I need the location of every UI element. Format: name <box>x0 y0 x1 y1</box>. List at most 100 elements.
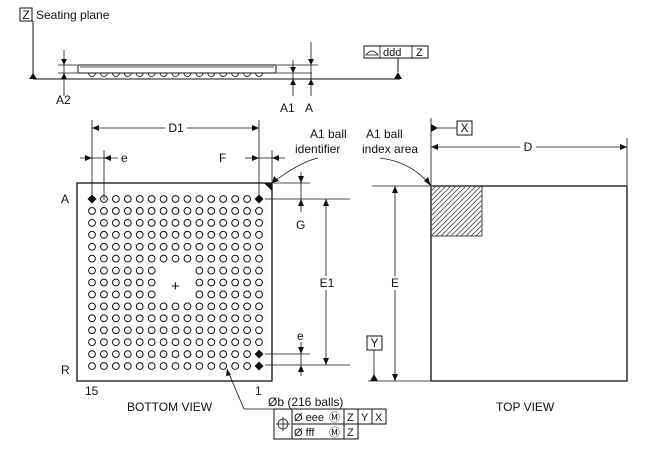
z-datum-box <box>19 7 33 22</box>
solder-ball <box>88 207 96 215</box>
hatch-stroke <box>435 189 482 236</box>
solder-ball <box>88 302 96 311</box>
ev-arrow-bottom <box>298 365 304 372</box>
hatch-stroke <box>445 199 482 236</box>
solder-ball <box>255 230 263 239</box>
solder-ball <box>183 195 192 203</box>
reference-ball-marker <box>254 349 264 359</box>
a-arrow-bottom <box>308 79 314 85</box>
y-datum-triangle <box>370 374 378 381</box>
solder-ball <box>219 254 228 263</box>
solder-ball <box>183 338 192 347</box>
solder-ball <box>219 302 228 311</box>
solder-ball <box>111 242 120 251</box>
solder-ball <box>111 302 120 311</box>
a2-label: A2 <box>56 93 71 107</box>
hatch-stroke <box>465 219 482 236</box>
solder-ball <box>123 207 132 215</box>
solder-ball <box>100 362 108 370</box>
solder-ball <box>207 326 216 335</box>
solder-ball <box>207 362 216 370</box>
side-view: Z Seating plane A2 A1 A ddd Z <box>19 7 429 115</box>
solder-ball <box>135 338 144 347</box>
solder-ball <box>231 362 240 370</box>
g-arrow-bottom <box>298 199 304 206</box>
solder-ball <box>159 242 168 251</box>
y-datum-label: Y <box>370 336 378 350</box>
solder-ball <box>207 290 216 299</box>
side-solder-ball <box>88 72 96 77</box>
g-label: G <box>296 218 305 232</box>
a1-identifier-arrow <box>272 176 279 183</box>
a1-index-leader <box>379 157 432 187</box>
solder-ball <box>255 207 263 215</box>
solder-ball <box>147 302 156 311</box>
solder-ball <box>231 290 240 299</box>
solder-ball <box>183 254 192 263</box>
ball-note: Øb (216 balls) <box>268 395 343 409</box>
solder-ball <box>219 218 228 227</box>
solder-ball <box>123 314 132 323</box>
center-mark: + <box>171 278 180 295</box>
e-label-bg <box>388 276 402 290</box>
solder-ball <box>111 362 120 370</box>
fcf-x-1: X <box>375 412 383 424</box>
solder-ball <box>255 314 263 323</box>
side-solder-ball <box>207 72 216 77</box>
fcf-y-1: Y <box>361 412 369 424</box>
solder-ball <box>123 218 132 227</box>
solder-ball <box>88 230 96 239</box>
hatch-stroke <box>431 186 467 222</box>
solder-ball <box>100 254 108 263</box>
top-view: A1 ball index area X D E Y TOP VIEW <box>362 118 628 414</box>
solder-ball <box>207 266 216 275</box>
x-datum-label: X <box>460 121 468 135</box>
solder-ball <box>207 230 216 239</box>
f-arrow-right <box>272 155 279 161</box>
solder-ball <box>195 278 204 287</box>
solder-ball <box>100 230 108 239</box>
solder-ball <box>100 218 108 227</box>
hatch-stroke <box>371 176 431 236</box>
side-solder-ball <box>135 72 144 77</box>
solder-ball <box>88 326 96 335</box>
solder-ball <box>243 362 251 370</box>
solder-ball <box>207 195 216 203</box>
f-label: F <box>219 151 226 165</box>
solder-ball <box>231 350 240 358</box>
solder-ball <box>100 278 108 287</box>
solder-ball <box>243 266 251 275</box>
hatch-stroke <box>431 186 472 227</box>
solder-ball <box>123 278 132 287</box>
solder-ball <box>243 314 251 323</box>
solder-ball <box>147 278 156 287</box>
solder-ball <box>171 218 180 227</box>
a1-index-arrow <box>424 177 431 186</box>
solder-ball <box>255 254 263 263</box>
solder-ball <box>123 266 132 275</box>
solder-ball <box>219 362 228 370</box>
solder-ball <box>207 338 216 347</box>
solder-ball <box>159 362 168 370</box>
e1-label-bg <box>318 276 336 290</box>
solder-ball <box>123 242 132 251</box>
solder-ball <box>123 338 132 347</box>
side-solder-ball <box>100 72 108 77</box>
solder-ball <box>195 230 204 239</box>
d1-arrow-right <box>252 125 259 131</box>
solder-ball <box>135 195 144 203</box>
solder-ball <box>207 278 216 287</box>
solder-ball <box>219 278 228 287</box>
side-solder-ball <box>195 72 204 77</box>
solder-ball <box>135 207 144 215</box>
solder-ball <box>135 302 144 311</box>
solder-ball <box>135 362 144 370</box>
solder-ball <box>183 302 192 311</box>
solder-ball <box>135 218 144 227</box>
solder-ball <box>195 218 204 227</box>
d-arrow-right <box>620 144 627 150</box>
solder-ball <box>255 302 263 311</box>
solder-ball <box>135 350 144 358</box>
solder-ball <box>111 338 120 347</box>
solder-ball <box>171 254 180 263</box>
